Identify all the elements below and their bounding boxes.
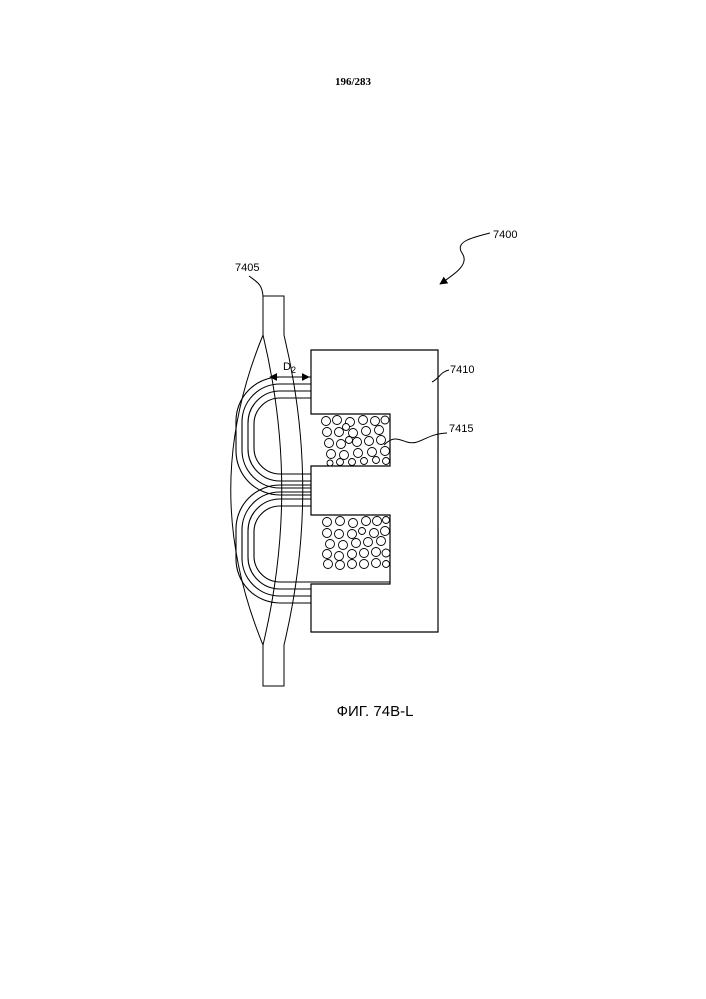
label-7415: 7415: [449, 423, 473, 435]
dimension-label: D2: [283, 361, 296, 375]
dimension-subscript: 2: [291, 365, 296, 375]
e-core: [311, 350, 438, 632]
figure-caption: ФИГ. 74B-L: [337, 703, 414, 720]
upper-conductor-bundle: [322, 416, 390, 467]
dimension-letter: D: [283, 361, 291, 373]
plate-inner-arc: [231, 335, 263, 645]
leader-7400: [440, 233, 490, 284]
leader-7405: [249, 276, 263, 296]
lower-conductor-bundle: [323, 517, 391, 570]
label-7400: 7400: [493, 229, 517, 241]
label-7410: 7410: [450, 364, 474, 376]
label-7405: 7405: [235, 262, 259, 274]
curved-plate: [263, 296, 303, 686]
